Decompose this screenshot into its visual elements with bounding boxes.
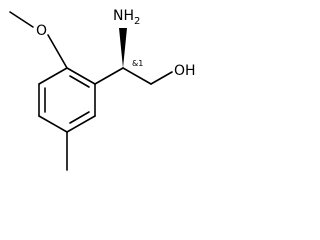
amine-subscript: 2 (134, 16, 140, 27)
methoxy-methyl-bond (9, 11, 34, 28)
ring-double-2 (69, 111, 90, 124)
stereo-descriptor: &1 (132, 59, 143, 68)
ring-double-1 (69, 75, 90, 88)
ring-bond-3 (66, 115, 96, 133)
amine-n-label: NH (113, 8, 134, 24)
hydroxyl-label: OH (174, 63, 196, 79)
amine-label: NH2 (113, 8, 140, 27)
structure-canvas: O NH2 OH &1 (9, 8, 196, 171)
chiral-ch2-bond (122, 67, 152, 85)
methoxy-oxygen-label: O (36, 23, 47, 39)
ring-bond-6 (38, 67, 68, 85)
molecule-drawing: O NH2 OH &1 (9, 8, 196, 171)
wedge-bond (119, 28, 127, 68)
ring-bond-1 (66, 67, 96, 85)
methoxy-o-ring-bond (47, 34, 68, 69)
ring-chiral-bond (94, 67, 124, 85)
ch2-oh-bond (150, 71, 173, 85)
ring-bond-4 (38, 115, 68, 133)
